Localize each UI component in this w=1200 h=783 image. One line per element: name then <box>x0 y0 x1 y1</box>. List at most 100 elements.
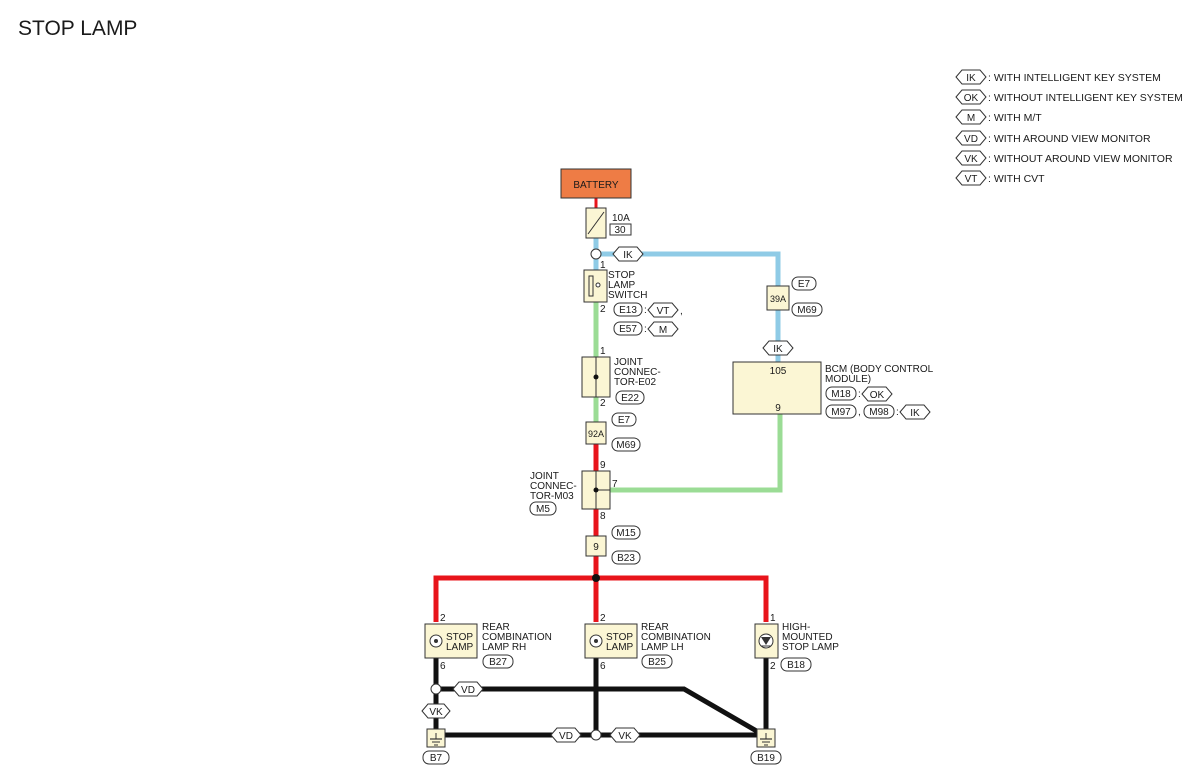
svg-text:B23: B23 <box>617 553 635 564</box>
legend: IK : WITH INTELLIGENT KEY SYSTEM OK : WI… <box>955 69 1183 186</box>
wire-bcm-m03 <box>610 414 783 493</box>
joint-connector-e02: 1 2 JOINT CONNEC- TOR-E02 E22 <box>581 346 661 409</box>
connector-pill <box>613 321 643 336</box>
vd-tag-icon <box>452 681 484 697</box>
svg-text:M98: M98 <box>869 407 889 418</box>
wire-ground-vd <box>436 686 762 736</box>
wire-red-branch <box>433 575 769 622</box>
svg-text:: WITH INTELLIGENT KEY SYSTEM: : WITH INTELLIGENT KEY SYSTEM <box>988 72 1161 84</box>
svg-text:VK: VK <box>964 154 978 165</box>
svg-text::: : <box>858 389 861 400</box>
connector-pill <box>791 276 817 291</box>
switch-contact-icon <box>588 275 594 297</box>
svg-text:: WITH AROUND VIEW MONITOR: : WITH AROUND VIEW MONITOR <box>988 133 1151 145</box>
junction-node <box>430 683 442 695</box>
svg-text:7: 7 <box>612 479 618 490</box>
connector-pill <box>611 437 641 452</box>
svg-text:REAR: REAR <box>482 622 510 633</box>
svg-text:VD: VD <box>559 731 573 742</box>
battery: BATTERY <box>560 168 632 199</box>
svg-text:VD: VD <box>964 134 978 145</box>
svg-text:VK: VK <box>618 731 632 742</box>
svg-text:9: 9 <box>600 460 606 471</box>
tag-icon <box>955 69 987 85</box>
svg-text:1: 1 <box>600 346 606 357</box>
svg-text:8: 8 <box>600 511 606 522</box>
svg-text:2: 2 <box>600 613 606 624</box>
svg-text:B7: B7 <box>430 753 443 764</box>
junction-node <box>590 729 602 741</box>
fuse-number: 30 <box>614 225 626 236</box>
svg-text:6: 6 <box>440 661 446 672</box>
vd-tag-icon <box>550 727 582 743</box>
svg-text:LAMP: LAMP <box>606 642 634 653</box>
svg-text:E7: E7 <box>798 279 811 290</box>
svg-text:92A: 92A <box>588 429 604 439</box>
svg-text:MOUNTED: MOUNTED <box>782 632 833 643</box>
svg-text:B27: B27 <box>489 657 507 668</box>
svg-text:STOP: STOP <box>606 632 633 643</box>
tag-icon <box>955 130 987 146</box>
svg-text:9: 9 <box>775 403 781 414</box>
svg-text:BCM (BODY CONTROL: BCM (BODY CONTROL <box>825 364 934 375</box>
fuse: 10A 30 <box>585 207 632 239</box>
legend-item-vk: VK : WITHOUT AROUND VIEW MONITOR <box>955 150 1173 166</box>
svg-text:VK: VK <box>429 707 443 718</box>
legend-item-ik: IK : WITH INTELLIGENT KEY SYSTEM <box>955 69 1161 85</box>
connector-pill <box>611 550 641 565</box>
svg-text:SWITCH: SWITCH <box>608 290 647 301</box>
ground-left: B7 <box>422 728 450 765</box>
svg-text:JOINT: JOINT <box>530 471 559 482</box>
svg-text:LAMP RH: LAMP RH <box>482 642 526 653</box>
svg-text:LAMP: LAMP <box>608 280 636 291</box>
tag-icon <box>955 109 987 125</box>
tag-icon <box>955 150 987 166</box>
legend-item-vt: VT : WITH CVT <box>955 170 1045 186</box>
splice-39a: E7 39A M69 <box>766 276 823 317</box>
connector-pill <box>750 750 782 765</box>
svg-text:M97: M97 <box>831 407 851 418</box>
svg-text:M18: M18 <box>831 389 851 400</box>
svg-text:M: M <box>659 325 667 336</box>
svg-text:E57: E57 <box>619 324 637 335</box>
svg-text:CONNEC-: CONNEC- <box>530 481 577 492</box>
svg-text:M5: M5 <box>536 504 550 515</box>
legend-item-m: M : WITH M/T <box>955 109 1042 125</box>
svg-text:MODULE): MODULE) <box>825 374 871 385</box>
ik-tag-icon <box>762 340 794 356</box>
svg-text:TOR-E02: TOR-E02 <box>614 377 656 388</box>
svg-text:B18: B18 <box>787 660 805 671</box>
svg-text:1: 1 <box>770 613 776 624</box>
connector-pill <box>791 302 823 317</box>
svg-text:6: 6 <box>600 661 606 672</box>
svg-text:M15: M15 <box>616 528 636 539</box>
svg-text:: WITH M/T: : WITH M/T <box>988 112 1042 124</box>
svg-text:OK: OK <box>964 93 979 104</box>
connector-pill <box>611 412 637 427</box>
svg-text:E22: E22 <box>621 393 639 404</box>
fuse-number-box <box>609 223 632 236</box>
page-title: STOP LAMP <box>18 17 137 40</box>
condition-tag <box>647 321 679 337</box>
tag-icon <box>955 89 987 105</box>
svg-text:COMBINATION: COMBINATION <box>641 632 711 643</box>
svg-text:STOP: STOP <box>608 270 635 281</box>
connector-pill <box>825 386 857 401</box>
tag-icon <box>955 170 987 186</box>
ik-tag-icon <box>612 246 644 262</box>
svg-text:B25: B25 <box>648 657 666 668</box>
svg-text:105: 105 <box>770 366 787 377</box>
svg-text:CONNEC-: CONNEC- <box>614 367 661 378</box>
legend-item-vd: VD : WITH AROUND VIEW MONITOR <box>955 130 1151 146</box>
svg-text:TOR-M03: TOR-M03 <box>530 491 574 502</box>
svg-text:M69: M69 <box>797 305 817 316</box>
svg-text:OK: OK <box>870 390 885 401</box>
svg-text:2: 2 <box>770 661 776 672</box>
joint-connector-m03: 9 7 8 JOINT CONNEC- TOR-M03 M5 <box>529 460 618 522</box>
splice-9: M15 9 B23 <box>585 525 641 565</box>
stop-lamp-switch: 1 2 STOP LAMP SWITCH E13 : VT , E57 : M <box>583 260 683 337</box>
svg-text:: WITHOUT AROUND VIEW MONITOR: : WITHOUT AROUND VIEW MONITOR <box>988 153 1173 165</box>
high-mounted-stop-lamp: 1 2 HIGH- MOUNTED STOP LAMP B18 <box>754 613 839 672</box>
svg-text:2: 2 <box>440 613 446 624</box>
